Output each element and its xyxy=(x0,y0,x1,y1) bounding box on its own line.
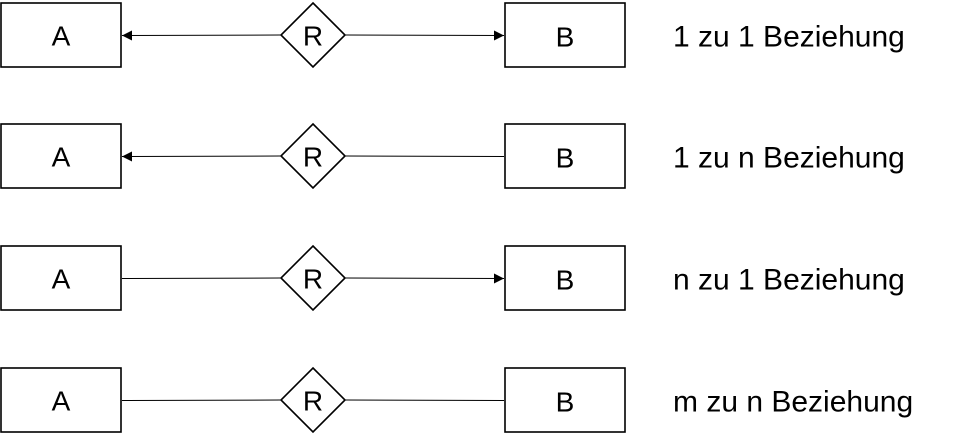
entity-a-label: A xyxy=(52,142,71,173)
entity-b-box xyxy=(504,367,626,433)
arrow-to-b xyxy=(344,30,505,41)
entity-b-label: B xyxy=(556,265,575,296)
line-to-a xyxy=(121,277,282,279)
relationship-label: R xyxy=(303,142,323,173)
line-to-b xyxy=(344,155,505,157)
cardinality-caption: 1 zu n Beziehung xyxy=(673,142,905,175)
cardinality-caption: n zu 1 Beziehung xyxy=(673,264,905,297)
entity-b-box xyxy=(504,2,626,68)
arrow-to-a xyxy=(121,151,282,162)
entity-a-label: A xyxy=(52,264,71,295)
entity-a-box xyxy=(0,367,122,433)
arrow-to-b xyxy=(344,273,505,284)
entity-a-box xyxy=(0,245,122,311)
entity-a-box xyxy=(0,123,122,189)
arrow-to-a xyxy=(121,30,282,41)
relationship-diamond xyxy=(279,122,347,190)
entity-b-label: B xyxy=(556,387,575,418)
cardinality-caption: m zu n Beziehung xyxy=(673,386,913,419)
entity-b-box xyxy=(504,245,626,311)
line-to-b xyxy=(344,399,505,401)
entity-a-box xyxy=(0,2,122,68)
relationship-label: R xyxy=(303,21,323,52)
relationship-diamond xyxy=(279,244,347,312)
cardinality-caption: 1 zu 1 Beziehung xyxy=(673,21,905,54)
entity-a-label: A xyxy=(52,21,71,52)
relationship-diamond xyxy=(279,1,347,69)
relationship-label: R xyxy=(303,386,323,417)
entity-a-label: A xyxy=(52,386,71,417)
line-to-a xyxy=(121,399,282,401)
entity-b-label: B xyxy=(556,143,575,174)
entity-b-box xyxy=(504,123,626,189)
relationship-diamond xyxy=(279,366,347,434)
relationship-label: R xyxy=(303,264,323,295)
relationship-row: A B R 1 zu 1 Beziehung xyxy=(0,1,905,69)
relationship-row: A B R 1 zu n Beziehung xyxy=(0,122,905,190)
entity-b-label: B xyxy=(556,22,575,53)
